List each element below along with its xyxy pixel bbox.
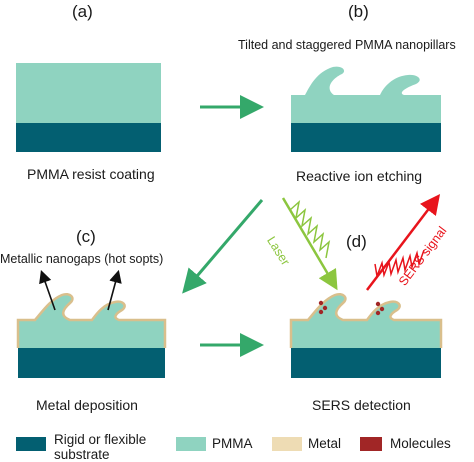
- molecules-cluster-1: [318, 300, 328, 315]
- panel-c-substrate: [18, 348, 165, 378]
- nanogap-pointer-2: [107, 269, 122, 311]
- panel-a-caption: PMMA resist coating: [27, 166, 155, 182]
- laser-beam: [281, 197, 338, 291]
- panel-c-caption: Metal deposition: [36, 397, 138, 413]
- panel-d-stack: [289, 293, 443, 378]
- panel-d-substrate: [291, 348, 441, 378]
- legend-label-substrate-line1: Rigid or flexible: [54, 432, 147, 447]
- legend-label-metal: Metal: [308, 436, 342, 451]
- sers-signal-arrow: [366, 194, 441, 291]
- panel-a-stack: [16, 63, 161, 152]
- legend-swatch-metal: [272, 437, 302, 451]
- panel-d-letter: (d): [346, 232, 367, 251]
- panel-d-pmma-pillars: [289, 293, 443, 348]
- legend-label-pmma: PMMA: [212, 436, 253, 451]
- panel-a-letter: (a): [72, 2, 93, 21]
- panel-a-substrate: [16, 123, 161, 152]
- legend-swatch-substrate: [16, 437, 46, 451]
- panel-c-letter: (c): [76, 227, 96, 246]
- nanogap-annotation: Metallic nanogaps (hot sopts): [0, 252, 164, 266]
- arrow-b-to-c: [182, 199, 264, 294]
- legend-label-substrate-line2: substrate: [54, 447, 110, 462]
- molecules-cluster-2: [375, 301, 385, 316]
- panel-b-caption: Reactive ion etching: [296, 168, 423, 184]
- panel-b-substrate: [291, 123, 441, 152]
- panel-a-pmma-layer: [16, 63, 161, 123]
- legend-label-molecules: Molecules: [390, 436, 451, 451]
- legend-swatch-molecules: [360, 437, 382, 451]
- panel-b-pmma-pillars: [291, 66, 441, 123]
- legend: Rigid or flexible substrate PMMA Metal M…: [0, 432, 474, 462]
- panel-b-title: Tilted and staggered PMMA nanopillars: [238, 38, 456, 52]
- sers-signal-wave: [374, 249, 425, 279]
- panel-c-pmma-pillars: [16, 293, 167, 348]
- laser-wave: [289, 199, 331, 259]
- nanogap-pointer-1: [39, 269, 56, 311]
- panel-b-stack: [291, 66, 441, 152]
- sers-signal-beam: [366, 194, 441, 291]
- panel-d-caption: SERS detection: [312, 397, 411, 413]
- panel-b-letter: (b): [348, 2, 369, 21]
- laser-arrow: [281, 197, 338, 291]
- panel-c-stack: [16, 269, 167, 378]
- legend-swatch-pmma: [176, 437, 206, 451]
